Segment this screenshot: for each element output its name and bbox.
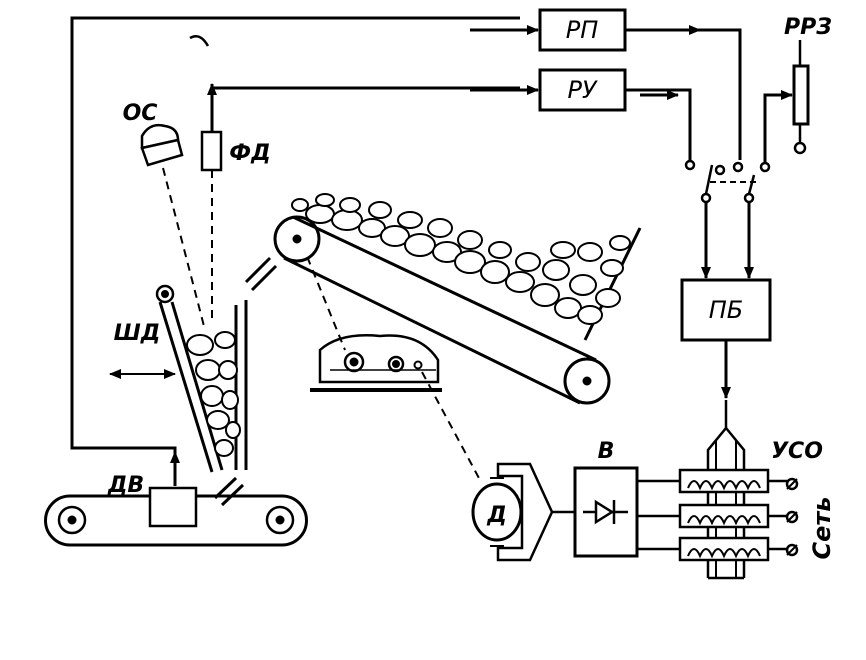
motor-d [471,482,523,542]
light-source-os [140,123,180,150]
label-ru: РУ [567,76,597,104]
label-prz: РРЗ [784,15,832,40]
prz-resistor [792,64,810,126]
label-os: ОС [123,101,158,126]
fd-signal-line [210,86,520,132]
photo-sensor-fd [200,130,223,172]
motor-frame [496,462,554,562]
diode-icon [594,499,615,525]
ru-output-line [625,88,692,160]
label-pb: ПБ [709,296,744,324]
label-d: Д [486,503,507,528]
prz-wiper-line [763,93,780,162]
gearbox [318,334,440,384]
label-uso: УСО [771,439,823,464]
weight-sensor-dv [148,486,198,528]
pb-block [680,278,772,342]
label-v: В [598,439,615,464]
label-dv: ДВ [107,473,144,498]
label-set: Сеть [808,497,836,560]
label-rp: РП [566,16,599,44]
label-fd: ФД [229,141,270,166]
label-shd: ШД [114,321,161,346]
